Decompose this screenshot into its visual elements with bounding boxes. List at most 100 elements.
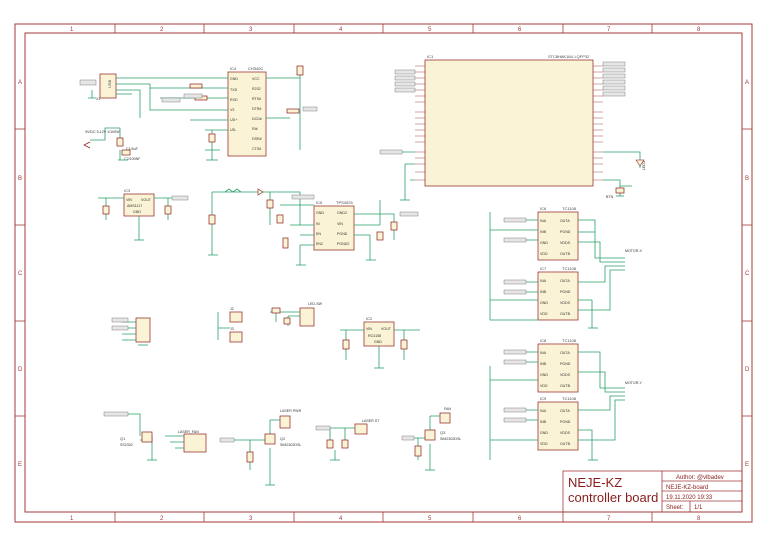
svg-text:OUTA: OUTA <box>560 279 570 283</box>
svg-text:TXD: TXD <box>230 88 238 92</box>
ic7-stepper-driver: IC7 TC1108 INA INB GND VDD OUTA PGND VDD… <box>537 266 579 321</box>
svg-text:VDDS: VDDS <box>560 301 571 305</box>
svg-text:IN: IN <box>316 222 320 226</box>
title-block: NEJE-KZ controller board Author: @vlbade… <box>562 470 743 513</box>
svg-text:OUTB: OUTB <box>560 442 571 446</box>
svg-text:VDD: VDD <box>540 442 548 446</box>
row-label-right: B <box>745 176 749 182</box>
col-label-top: 3 <box>249 27 253 33</box>
svg-text:X1: X1 <box>96 96 102 101</box>
svg-text:V3: V3 <box>230 108 234 112</box>
col-label-bottom: 2 <box>160 516 164 522</box>
row-label-left: C <box>18 271 23 277</box>
svg-text:RXD: RXD <box>230 98 238 102</box>
q1-laser-fan-driver: Q1 SS2302 LASER_FAN <box>103 411 207 461</box>
q3-fan-driver: FAN Q3 SIM2302DSL <box>401 407 461 471</box>
ic5-power-switch: IC5 TPS4025 GND IN EN EN2 GND2 VIN PGND … <box>208 188 419 266</box>
svg-text:VDDS: VDDS <box>560 431 571 435</box>
svg-text:PGND2: PGND2 <box>337 242 349 246</box>
col-label-top: 5 <box>428 27 432 33</box>
svg-text:IC1: IC1 <box>427 54 434 59</box>
svg-text:INB: INB <box>540 420 547 424</box>
row-label-right: E <box>745 462 749 468</box>
svg-text:INB: INB <box>540 362 547 366</box>
svg-text:TC1108: TC1108 <box>562 396 577 401</box>
svg-text:PGND: PGND <box>560 290 571 294</box>
svg-text:C2/100NF: C2/100NF <box>124 157 141 161</box>
ic2-regulator: IC2 VIN VOUT GND RC4158 <box>340 316 420 369</box>
svg-text:FAN: FAN <box>444 407 451 411</box>
svg-text:GND: GND <box>316 211 324 215</box>
small-connectors-c3: J2 J3 <box>217 307 243 343</box>
svg-text:INA: INA <box>540 409 547 413</box>
svg-text:INA: INA <box>540 279 547 283</box>
laser-status-connector: LASER ST <box>315 419 380 461</box>
ic3-ams1117-regulator: IC3 VIN VOUT GND AMS1117 <box>98 188 189 241</box>
svg-text:RC4158: RC4158 <box>368 334 381 338</box>
row-label-left: B <box>18 176 22 182</box>
svg-text:VIN: VIN <box>366 327 372 331</box>
svg-text:MOTOR-X: MOTOR-X <box>625 249 643 253</box>
svg-text:IC6: IC6 <box>540 206 547 211</box>
svg-text:INB: INB <box>540 290 547 294</box>
sheet-label: Sheet: <box>666 505 684 511</box>
col-label-bottom: 1 <box>70 516 74 522</box>
col-label-bottom: 7 <box>607 516 611 522</box>
col-label-bottom: 6 <box>518 516 522 522</box>
led-switch-connector: LED-SW <box>270 302 323 327</box>
svg-text:J3: J3 <box>230 327 234 331</box>
svg-text:VOUT: VOUT <box>141 198 152 202</box>
svg-text:EN: EN <box>316 232 321 236</box>
svg-text:CH340C: CH340C <box>248 66 263 71</box>
col-label-top: 2 <box>160 27 164 33</box>
svg-text:IC7: IC7 <box>540 266 547 271</box>
usb-connector: USB X1 <box>79 73 175 118</box>
row-label-left: A <box>18 80 22 86</box>
svg-text:GND: GND <box>133 210 141 214</box>
board-name-field: NEJE-KZ-board <box>666 485 708 491</box>
svg-text:IC3: IC3 <box>124 188 131 193</box>
svg-text:VDD: VDD <box>540 312 548 316</box>
svg-text:GND: GND <box>230 77 238 81</box>
stepper-driver-wiring: MOTOR-X MOTOR-Y <box>489 212 643 461</box>
svg-text:GND: GND <box>540 301 548 305</box>
svg-text:Q1: Q1 <box>120 436 126 441</box>
svg-text:MOTOR-Y: MOTOR-Y <box>625 381 643 385</box>
svg-text:UD-: UD- <box>230 128 237 132</box>
col-label-top: 1 <box>70 27 74 33</box>
svg-text:OUTA: OUTA <box>560 409 570 413</box>
svg-text:IC2: IC2 <box>366 316 373 321</box>
svg-text:LED-SW: LED-SW <box>308 302 323 306</box>
svg-text:INA: INA <box>540 219 547 223</box>
col-label-top: 6 <box>518 27 522 33</box>
svg-text:VDDS: VDDS <box>560 241 571 245</box>
svg-text:VDD: VDD <box>540 384 548 388</box>
svg-text:OUTB: OUTB <box>560 252 571 256</box>
col-label-top: 8 <box>697 27 701 33</box>
board-title-line2: controller board <box>568 490 658 505</box>
svg-text:TC1108: TC1108 <box>562 266 577 271</box>
svg-text:J2: J2 <box>230 307 234 311</box>
svg-text:VIN: VIN <box>337 222 343 226</box>
svg-text:SS2302: SS2302 <box>120 443 133 447</box>
outer-frame <box>14 23 753 523</box>
svg-text:RI#: RI# <box>252 127 258 131</box>
column-ticks <box>15 24 752 522</box>
ic8-stepper-driver: IC8 TC1108 INA INB GND VDD OUTA PGND VDD… <box>537 338 579 393</box>
svg-text:Q3: Q3 <box>440 430 446 435</box>
row-label-right: C <box>745 271 750 277</box>
row-label-right: A <box>745 80 749 86</box>
board-title-line1: NEJE-KZ <box>568 475 622 490</box>
svg-text:RTS#: RTS# <box>252 97 261 101</box>
svg-text:TPS4025: TPS4025 <box>336 200 353 205</box>
svg-text:DTR#: DTR# <box>252 107 261 111</box>
svg-text:IC8: IC8 <box>540 338 547 343</box>
svg-text:VDDS: VDDS <box>560 373 571 377</box>
svg-text:GND: GND <box>540 431 548 435</box>
col-label-bottom: 8 <box>697 516 701 522</box>
svg-text:STC8H8K16U LQFP32: STC8H8K16U LQFP32 <box>548 54 590 59</box>
svg-text:INA: INA <box>540 351 547 355</box>
svg-text:VDD: VDD <box>540 252 548 256</box>
col-label-top: 7 <box>607 27 611 33</box>
svg-text:LASER_FAN: LASER_FAN <box>178 430 199 434</box>
